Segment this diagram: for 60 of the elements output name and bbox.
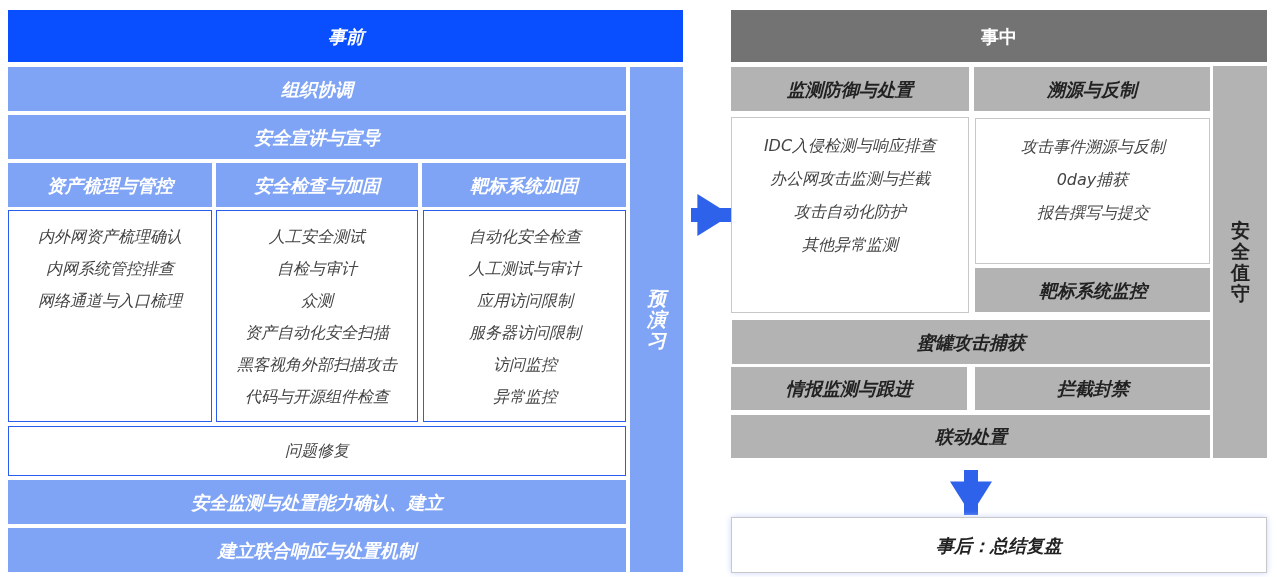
side-bar xyxy=(630,67,683,572)
category-bar xyxy=(8,528,626,572)
category-bar xyxy=(731,367,967,410)
label-text: 监测防御与处置 xyxy=(787,77,913,102)
category-bar xyxy=(216,163,418,207)
label-text: 自检与审计 xyxy=(277,258,357,280)
label-text: 其他异常监测 xyxy=(802,234,898,256)
item-list-panel xyxy=(216,210,418,422)
category-bar xyxy=(975,268,1210,312)
category-bar xyxy=(422,163,626,207)
category-bar xyxy=(731,415,1210,458)
flow-arrow xyxy=(691,194,731,236)
label-text: 应用访问限制 xyxy=(476,290,573,312)
label-text: 安全宣讲与宣导 xyxy=(254,125,380,150)
label-text: 安全检查与加固 xyxy=(254,173,380,198)
label-text: 异常监控 xyxy=(492,386,557,408)
category-bar xyxy=(8,115,626,159)
label-text: 办公网攻击监测与拦截 xyxy=(770,168,930,190)
label-text: 攻击自动化防护 xyxy=(794,201,906,223)
side-bar xyxy=(1213,66,1267,458)
label-text: 人工测试与审计 xyxy=(468,258,581,280)
label-text: 靶标系统加固 xyxy=(470,173,578,198)
item-list-panel xyxy=(423,210,626,422)
category-bar xyxy=(8,480,626,524)
label-text: 拦截封禁 xyxy=(1056,377,1129,401)
flow-arrow xyxy=(950,470,992,515)
label-text: 网络通道与入口梳理 xyxy=(38,290,182,312)
item-list-panel xyxy=(8,210,212,422)
label-text: 问题修复 xyxy=(285,440,349,462)
label-text: 安全值守 xyxy=(1230,220,1250,304)
label-text: 黑客视角外部扫描攻击 xyxy=(237,354,397,376)
label-text: 自动化安全检查 xyxy=(468,226,581,248)
label-text: 报告撰写与提交 xyxy=(1036,202,1149,224)
item-list-panel xyxy=(975,118,1210,264)
label-text: 众测 xyxy=(301,290,333,312)
summary-box xyxy=(731,517,1267,573)
label-text: 人工安全测试 xyxy=(269,226,365,248)
label-text: 资产自动化安全扫描 xyxy=(245,322,389,344)
label-text: 0day捕获 xyxy=(1056,169,1129,191)
label-text: 攻击事件溯源与反制 xyxy=(1020,136,1165,158)
category-bar xyxy=(8,67,626,111)
category-bar xyxy=(975,367,1210,410)
label-text: 事中 xyxy=(981,24,1017,49)
label-text: 安全监测与处置能力确认、建立 xyxy=(191,490,443,515)
label-text: 内外网资产梳理确认 xyxy=(38,226,182,248)
label-text: 代码与开源组件检查 xyxy=(245,386,389,408)
label-text: 事后：总结复盘 xyxy=(936,533,1062,558)
task-box xyxy=(8,426,626,476)
label-text: 服务器访问限制 xyxy=(468,322,581,344)
item-list-panel xyxy=(731,117,969,313)
phase-header xyxy=(731,10,1267,62)
category-bar xyxy=(731,67,969,111)
category-bar xyxy=(8,163,212,207)
phase-header xyxy=(8,10,683,62)
label-text: 内网系统管控排查 xyxy=(46,258,174,280)
label-text: 访问监控 xyxy=(492,354,557,376)
label-text: 联动处置 xyxy=(934,425,1007,449)
category-bar xyxy=(732,320,1210,364)
label-text: IDC入侵检测与响应排查 xyxy=(763,135,937,157)
category-bar xyxy=(974,67,1210,111)
